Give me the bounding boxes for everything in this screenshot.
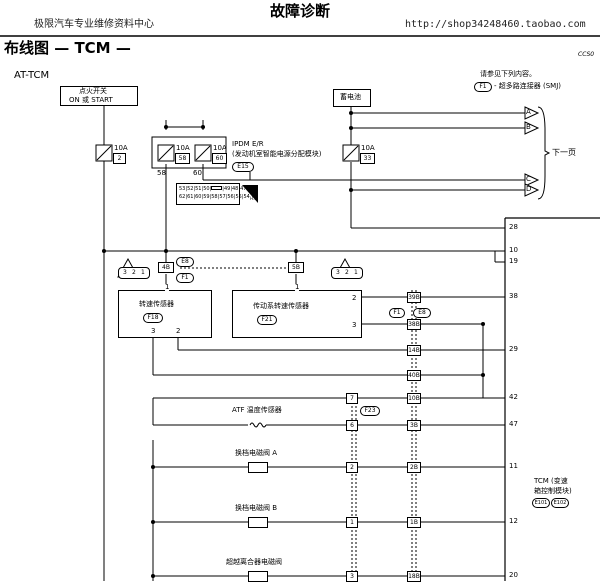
junction-5B: 5B: [288, 262, 304, 273]
sol-oc-pin: 3: [346, 571, 358, 582]
mid-conn-38B: 38B: [407, 319, 421, 330]
header-left-text: 极限汽车专业维修资料中心: [34, 19, 154, 30]
hs-label: H.S.: [250, 196, 259, 201]
speed-sensor-pin1: 1: [165, 283, 170, 291]
fuse2-amp: 10A: [176, 144, 190, 152]
sol-b-label: 换档电磁阀 B: [235, 504, 278, 512]
atf-label: ATF 温度传感器: [232, 406, 282, 414]
sol-b-pin: 1: [346, 517, 358, 528]
header-title: 故障诊断: [269, 2, 330, 20]
speed-sensor-pin3: 3: [151, 327, 156, 335]
fuse3-num: 60: [212, 153, 227, 164]
connector-grid: 53|52|51|50||49|48|47 62|61|60|59|58|57|…: [176, 183, 250, 205]
tcm-pin-12: 12: [509, 517, 518, 525]
tcm-pin-11: 11: [509, 462, 518, 470]
battery-box: 蓄电池: [333, 89, 371, 107]
junction-ref-f1: F1: [176, 273, 194, 283]
drive-sensor-pin3: 3: [352, 321, 357, 329]
tcm-ref-2: E102: [551, 498, 569, 508]
connector-grid-row1: 53|52|51|50||49|48|47: [179, 186, 247, 192]
fuse3-amp: 10A: [213, 144, 227, 152]
sol-a-conn: 2B: [407, 462, 421, 473]
sol-oc-coil-icon: [248, 571, 268, 582]
tcm-pin-42: 42: [509, 393, 518, 401]
triangle-ref-right: 3 2 1: [331, 267, 363, 279]
offpage-D: D: [526, 185, 532, 193]
tcm-desc: 箱控制模块): [534, 487, 572, 495]
sol-a-pin: 2: [346, 462, 358, 473]
section-code: CCS0: [578, 51, 595, 58]
diagram-subtitle: AT-TCM: [14, 70, 50, 81]
drive-sensor-label: 传动系转速传感器: [253, 302, 309, 310]
drive-sensor-pin1: 1: [295, 283, 300, 291]
tcm-pin-28: 28: [509, 223, 518, 231]
drive-sensor-pin2: 2: [352, 294, 357, 302]
speed-sensor-ref: F18: [143, 313, 163, 323]
wire-label-60: 60: [193, 169, 202, 177]
fuse2-num: 58: [175, 153, 190, 164]
legend-line1: 请参见下列内容。: [480, 70, 536, 78]
drive-sensor-ref: F21: [257, 315, 277, 325]
ignition-switch-box: 点火开关 ON 或 START: [60, 86, 138, 106]
fuse1-amp: 10A: [114, 144, 128, 152]
offpage-B: B: [526, 123, 531, 131]
wire-label-58: 58: [157, 169, 166, 177]
legend-line2: - 超多路连接器 (SMJ): [494, 82, 561, 90]
tcm-pin-29: 29: [509, 345, 518, 353]
sol-a-coil-icon: [248, 462, 268, 473]
mid-ref-e8: E8: [413, 308, 431, 318]
ipdm-desc: (发动机室智能电源分配模块): [232, 150, 322, 158]
sol-b-coil-icon: [248, 517, 268, 528]
header-url[interactable]: http://shop34248460.taobao.com: [405, 19, 586, 30]
tcm-label: TCM (变速: [534, 477, 568, 485]
ignition-mode: ON 或 START: [69, 96, 113, 104]
atf-conn-3B: 3B: [407, 420, 421, 431]
tcm-pin-10: 10: [509, 246, 518, 254]
atf-ref: F23: [360, 406, 380, 416]
tcm-pin-20: 20: [509, 571, 518, 579]
ipdm-ref: E15: [232, 162, 254, 172]
battery-label: 蓄电池: [340, 93, 361, 101]
sol-a-label: 换档电磁阀 A: [235, 449, 278, 457]
speed-sensor-label: 转速传感器: [139, 300, 174, 308]
sol-oc-label: 超越离合器电磁阀: [226, 558, 282, 566]
offpage-A: A: [526, 108, 531, 116]
sol-oc-conn: 18B: [407, 571, 421, 582]
drive-sensor-box: 1 传动系转速传感器 F21 2 3: [232, 284, 362, 338]
atf-conn-10B: 10B: [407, 393, 421, 404]
mid-conn-14B: 14B: [407, 345, 421, 356]
mid-conn-40B: 40B: [407, 370, 421, 381]
ipdm-label: IPDM E/R: [232, 140, 264, 148]
tcm-pin-38: 38: [509, 292, 518, 300]
junction-ref-e8: E8: [176, 257, 194, 267]
next-page-label: 下一页: [552, 148, 576, 157]
tcm-ref-1: E101: [532, 498, 550, 508]
sol-b-conn: 1B: [407, 517, 421, 528]
legend-ref: F1: [474, 82, 492, 92]
triangle-ref-left: 3 2 1: [118, 267, 150, 279]
mid-ref-f1: F1: [389, 308, 405, 318]
atf-pin7: 7: [346, 393, 358, 404]
fuse4-amp: 10A: [361, 144, 375, 152]
tcm-pin-47: 47: [509, 420, 518, 428]
mid-conn-39B: 39B: [407, 292, 421, 303]
fuse1-num: 2: [113, 153, 126, 164]
tcm-pin-19: 19: [509, 257, 518, 265]
fuse4-num: 33: [360, 153, 375, 164]
ignition-label: 点火开关: [79, 87, 107, 95]
atf-pin6: 6: [346, 420, 358, 431]
offpage-C: C: [526, 175, 531, 183]
connector-grid-row2: 62|61|60|59|58|57|56|55|54: [179, 194, 250, 200]
section-title: 布线图 — TCM —: [4, 39, 131, 57]
speed-sensor-box: 1 转速传感器 F18 3 2: [118, 284, 212, 338]
junction-4B: 4B: [158, 262, 174, 273]
speed-sensor-pin2: 2: [176, 327, 181, 335]
